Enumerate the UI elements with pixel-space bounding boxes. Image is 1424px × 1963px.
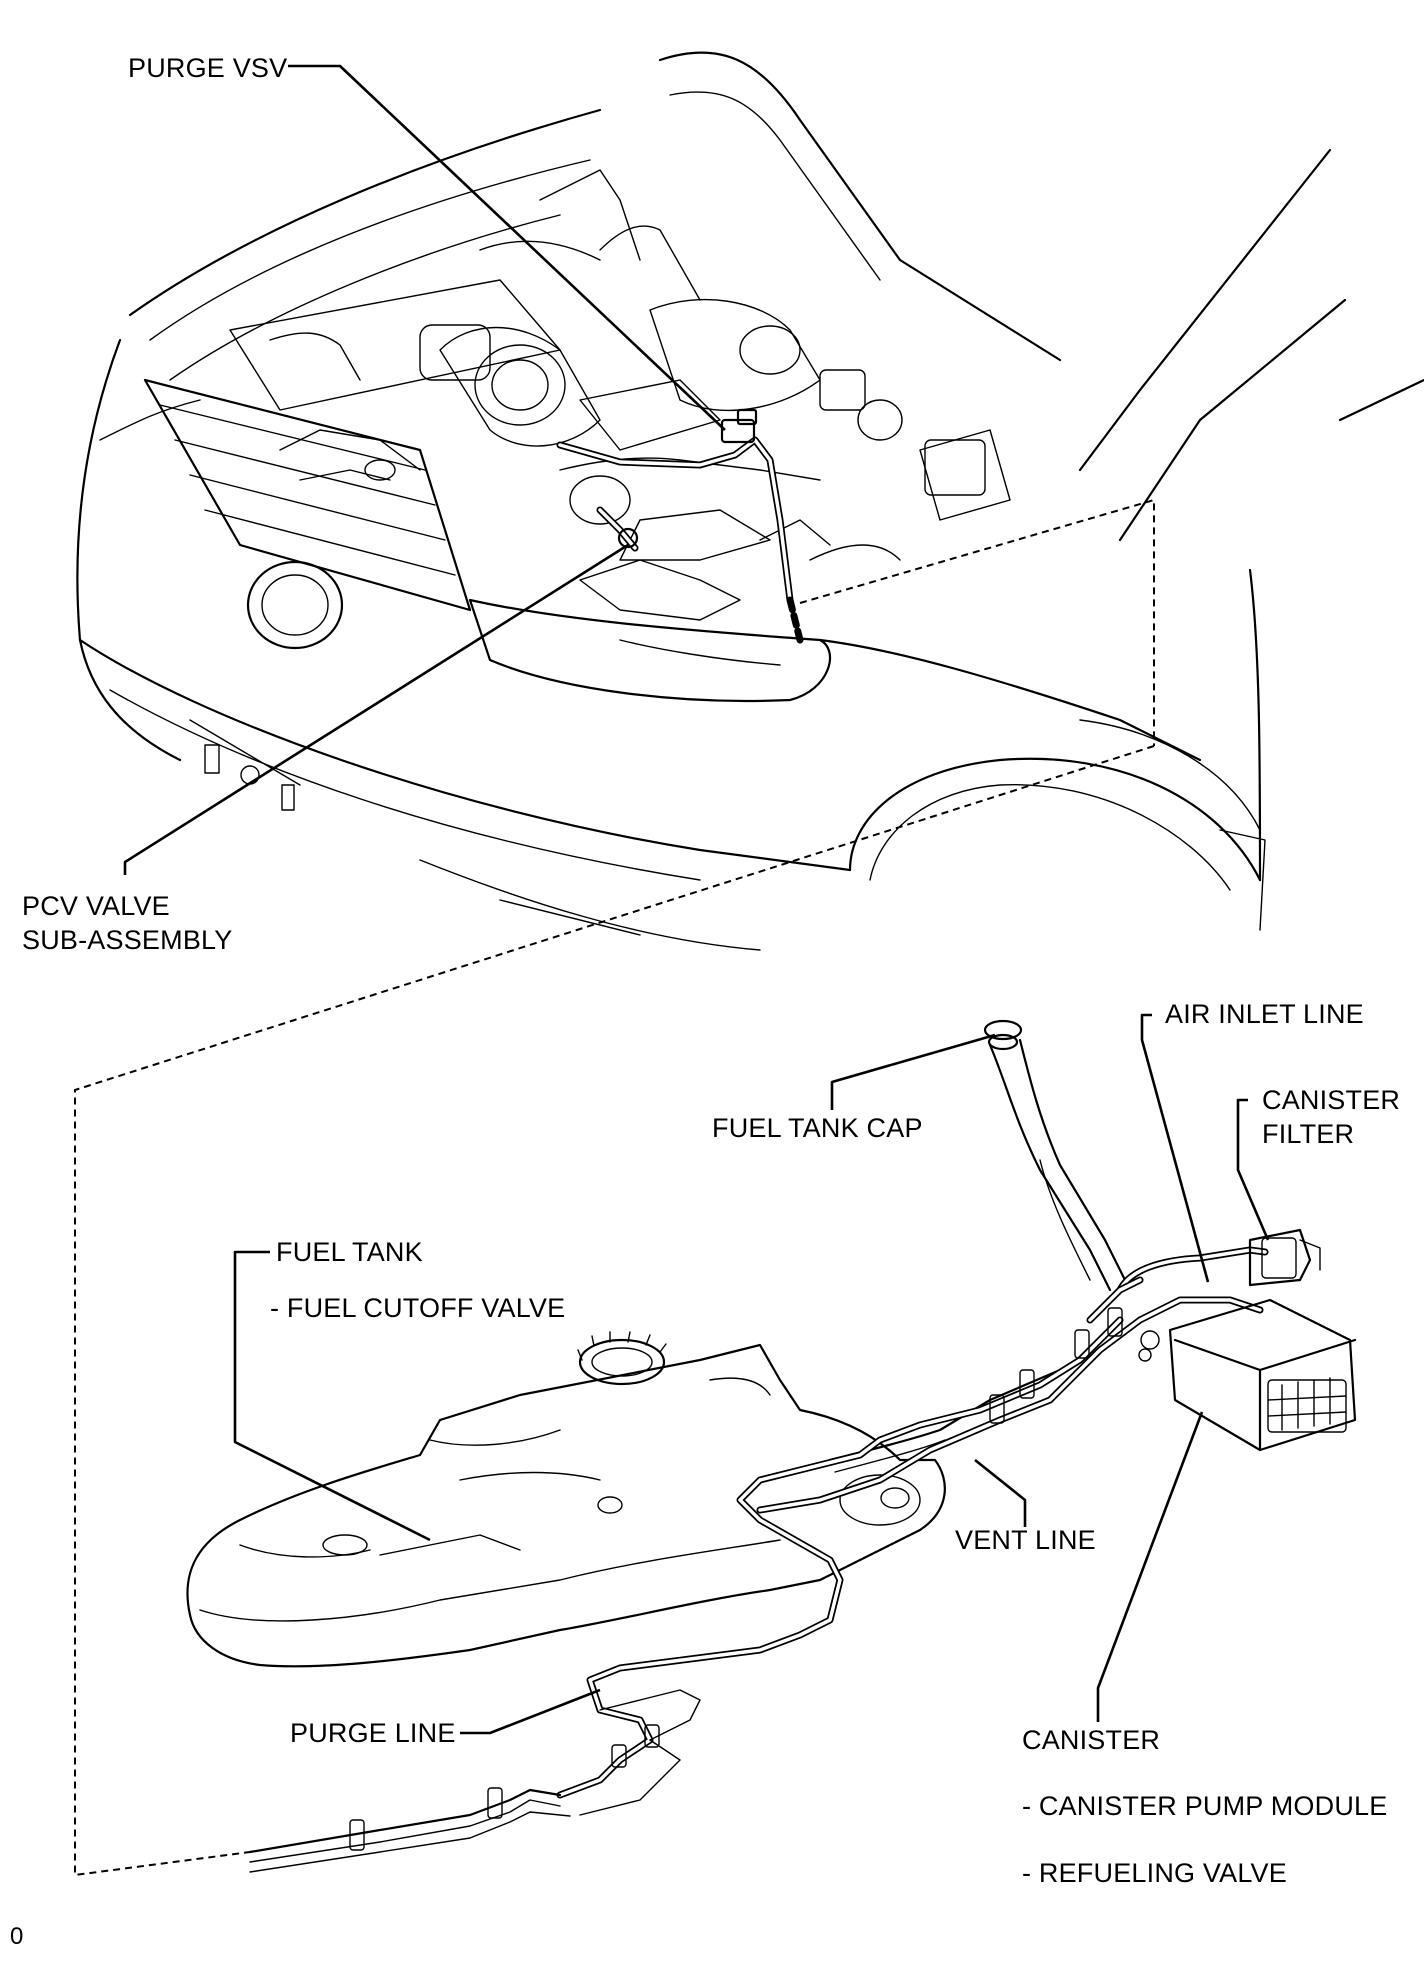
fuel-system-drawing (186, 1019, 1357, 1873)
purge-line-leader (460, 1688, 601, 1735)
detail-frame-bottom (74, 745, 1155, 1877)
pcv-valve-leader (123, 543, 629, 875)
vehicle-outline (76, 51, 1424, 951)
label-canister-filter-2: FILTER (1262, 1119, 1355, 1149)
label-pcv-valve: PCV VALVE (22, 891, 170, 921)
air-inlet-line-leader (1140, 1013, 1210, 1283)
label-canister: CANISTER (1022, 1725, 1161, 1755)
fuel-tank-cap-leader (830, 1033, 996, 1110)
fuel-tank-leader (233, 1250, 431, 1542)
canister-filter-leader (1236, 1098, 1270, 1241)
vent-line-leader (974, 1458, 1027, 1527)
label-purge-line: PURGE LINE (290, 1718, 456, 1748)
label-pcv-sub-assembly: SUB-ASSEMBLY (22, 925, 233, 955)
label-vent-line: VENT LINE (955, 1525, 1096, 1555)
corner-code: 0 (10, 1923, 24, 1950)
canister-leader (1096, 1411, 1204, 1722)
purge-vsv-leader (288, 64, 726, 431)
label-fuel-tank-cap: FUEL TANK CAP (712, 1113, 923, 1143)
label-refueling-valve: - REFUELING VALVE (1022, 1858, 1287, 1888)
detail-frame-top (799, 498, 1155, 746)
label-air-inlet-line: AIR INLET LINE (1165, 999, 1364, 1029)
label-canister-pump-module: - CANISTER PUMP MODULE (1022, 1791, 1388, 1821)
label-purge-vsv: PURGE VSV (128, 53, 288, 83)
label-canister-filter-1: CANISTER (1262, 1085, 1401, 1115)
label-fuel-tank: FUEL TANK (276, 1237, 423, 1267)
label-fuel-cutoff-valve: - FUEL CUTOFF VALVE (270, 1293, 566, 1323)
